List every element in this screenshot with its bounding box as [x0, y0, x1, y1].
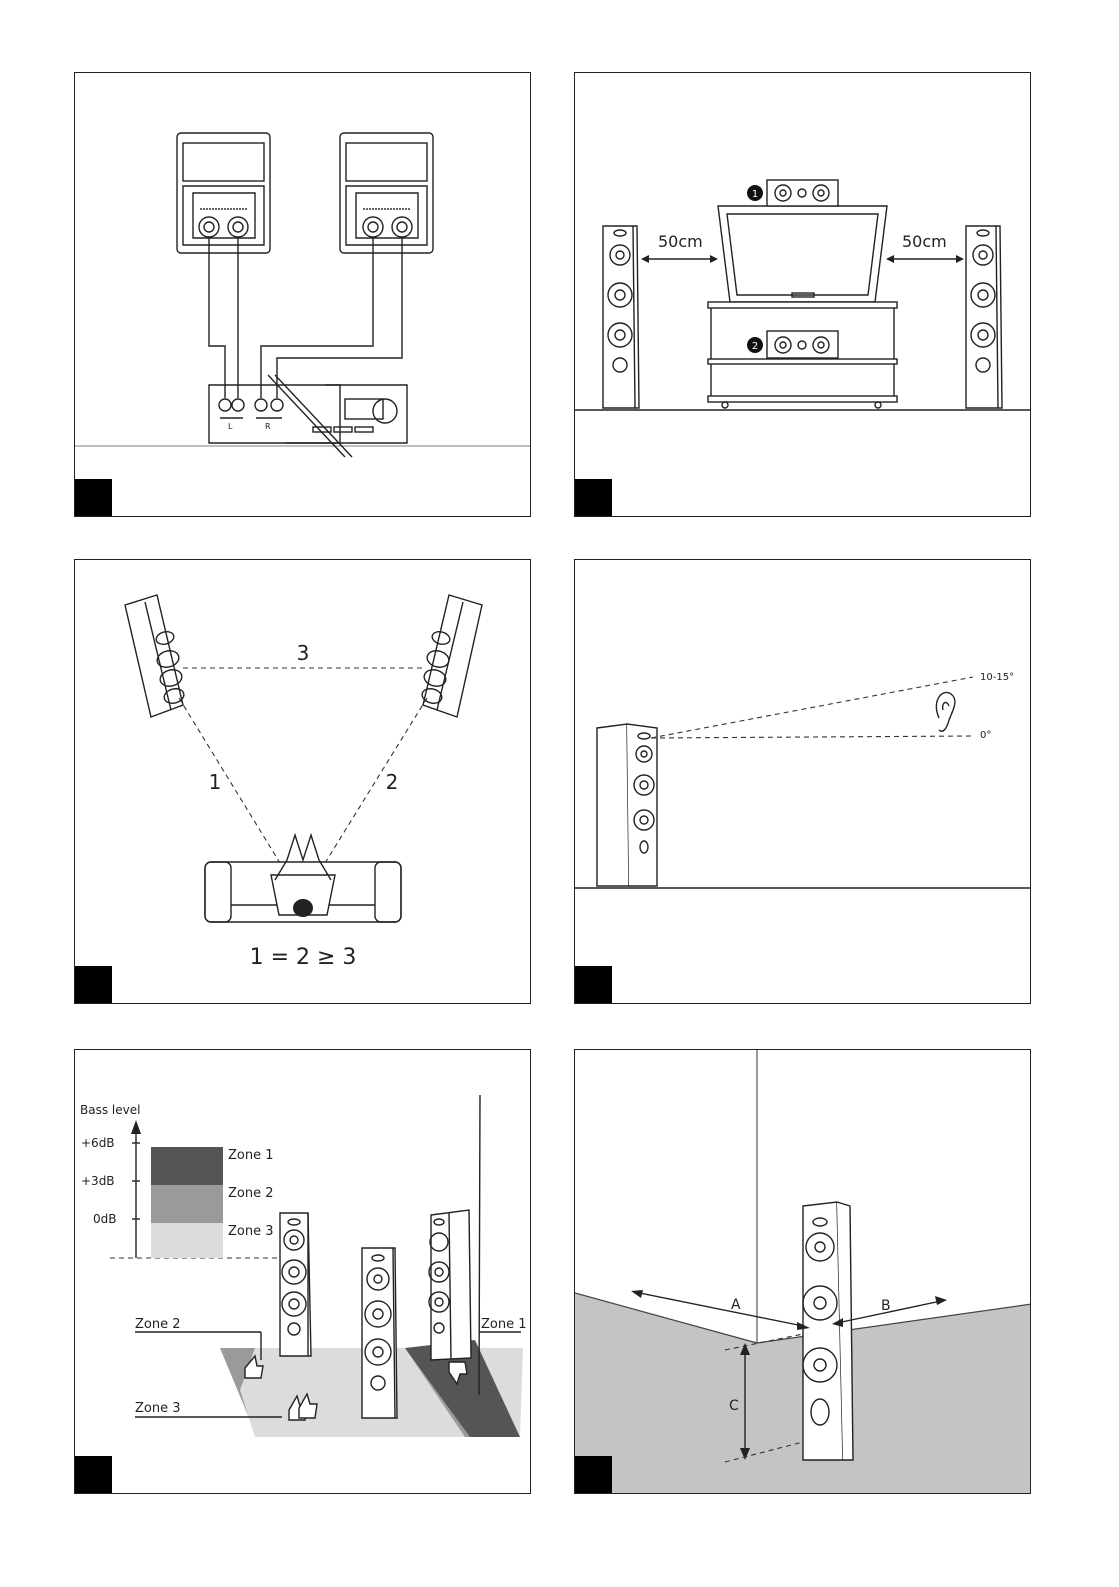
distance-label-1: 1	[209, 770, 222, 794]
legend-label-zone2: Zone 2	[228, 1186, 274, 1201]
terminal-label-right: R	[265, 422, 271, 431]
angle-label-lower: 0°	[980, 730, 991, 741]
ear-icon	[936, 692, 955, 731]
axis-arrow-icon	[131, 1120, 141, 1134]
bass-zones-diagram: Bass level +6dB +3dB 0dB Zone 1 Zone 2 Z…	[75, 1050, 531, 1494]
tick-label-0db: 0dB	[93, 1212, 116, 1226]
panel-corner-mark	[575, 1456, 612, 1493]
legend-label-zone3: Zone 3	[228, 1224, 274, 1239]
angle-label-upper: 10-15°	[980, 672, 1014, 683]
panel-corner-mark	[75, 1456, 112, 1493]
tick-label-6db: +6dB	[81, 1136, 115, 1150]
distance-label-a: A	[731, 1297, 741, 1313]
tower-speaker-corner	[429, 1210, 471, 1360]
distance-label-3: 3	[297, 641, 310, 665]
speaker-back-left	[177, 133, 270, 253]
legend-swatch-zone3	[151, 1223, 223, 1258]
tower-speaker-corner	[803, 1202, 853, 1460]
tv-placement-diagram: 1 2 50cm 50cm	[575, 73, 1031, 517]
panel-listening-triangle: 3 1 2 1 = 2 ≥ 3	[74, 559, 531, 1004]
distance-label-b: B	[881, 1298, 891, 1314]
panel-corner-mark	[75, 966, 112, 1003]
panel-speaker-wiring: L R	[74, 72, 531, 517]
distance-label-2: 2	[386, 770, 399, 794]
panel-corner-mark	[575, 966, 612, 1003]
panel-corner-mark	[75, 479, 112, 516]
tick-label-3db: +3dB	[81, 1174, 115, 1188]
legend-swatch-zone2	[151, 1185, 223, 1223]
sofa-with-listener	[205, 835, 401, 922]
tower-speaker-left	[603, 226, 639, 408]
tower-speaker-side	[597, 724, 657, 886]
distance-label-left: 50cm	[658, 232, 703, 251]
distance-label-right: 50cm	[902, 232, 947, 251]
center-speaker-top	[767, 180, 838, 206]
panel-corner-mark	[575, 479, 612, 516]
axis-title: Bass level	[80, 1103, 140, 1117]
television	[718, 206, 887, 302]
distance-arrow-right	[886, 255, 964, 263]
tower-speaker-right	[966, 226, 1002, 408]
panel-bass-zones: Bass level +6dB +3dB 0dB Zone 1 Zone 2 Z…	[74, 1049, 531, 1494]
listening-angle-diagram: 10-15° 0°	[575, 560, 1031, 1004]
speaker-back-right	[340, 133, 433, 253]
distance-label-c: C	[729, 1398, 739, 1414]
tower-speaker-angled-left	[125, 595, 185, 717]
legend-swatch-zone1	[151, 1147, 223, 1185]
terminal-label-left: L	[228, 422, 233, 431]
tower-speaker-angled-right	[421, 595, 482, 717]
floor-label-zone3: Zone 3	[135, 1401, 181, 1416]
distance-arrow-left	[641, 255, 718, 263]
corner-distance-diagram: A B C	[575, 1050, 1031, 1494]
tower-speaker-middle	[362, 1248, 397, 1418]
tower-speaker-front	[280, 1213, 311, 1356]
marker-2-label: 2	[752, 341, 758, 352]
listening-triangle-diagram: 3 1 2 1 = 2 ≥ 3	[75, 560, 531, 1004]
panel-center-speaker-placement: 1 2 50cm 50cm	[574, 72, 1031, 517]
legend-label-zone1: Zone 1	[228, 1148, 274, 1163]
panel-listening-angle: 10-15° 0°	[574, 559, 1031, 1004]
distance-equation: 1 = 2 ≥ 3	[250, 945, 357, 970]
marker-1-label: 1	[752, 189, 758, 200]
center-speaker-bottom	[767, 331, 838, 358]
wiring-diagram: L R	[75, 73, 531, 517]
floor-label-zone1: Zone 1	[481, 1317, 527, 1332]
floor-label-zone2: Zone 2	[135, 1317, 181, 1332]
panel-corner-distances: A B C	[574, 1049, 1031, 1494]
